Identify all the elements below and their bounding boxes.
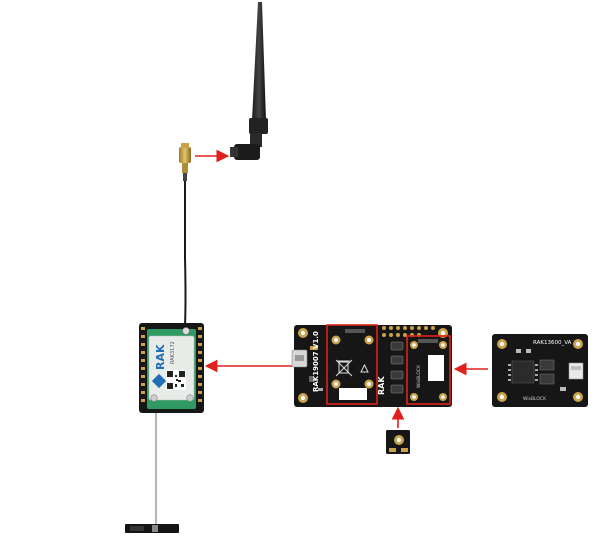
warning-icon bbox=[360, 363, 369, 373]
rak3172-module: RAK RAK3172 bbox=[139, 323, 204, 413]
lora-antenna bbox=[230, 2, 268, 160]
sma-connector bbox=[179, 143, 191, 181]
rak13600-sensor-board: RAK13600_VA WisBLOCK bbox=[492, 334, 588, 407]
weee-icon bbox=[335, 359, 353, 377]
base-brand-label: RAK bbox=[377, 376, 386, 395]
pigtail-cable bbox=[184, 181, 187, 327]
core-slot-highlight bbox=[326, 324, 378, 405]
qr-code bbox=[166, 370, 186, 390]
module-brand-label: RAK bbox=[154, 344, 167, 370]
base-board-label: RAK19007 V1.0 bbox=[312, 331, 320, 392]
base-tag-label: WisBLOCK bbox=[416, 364, 422, 388]
small-io-module bbox=[386, 430, 410, 454]
sensor-board-label: RAK13600_VA bbox=[533, 340, 572, 346]
module-model-label: RAK3172 bbox=[170, 341, 176, 364]
sensor-slot-highlight bbox=[406, 335, 451, 405]
sensor-tag-label: WisBLOCK bbox=[523, 396, 547, 402]
rak19007-base-board: RAK19007 V1.0 RAK WisBLOCK bbox=[291, 324, 452, 407]
fpc-antenna bbox=[125, 524, 179, 533]
